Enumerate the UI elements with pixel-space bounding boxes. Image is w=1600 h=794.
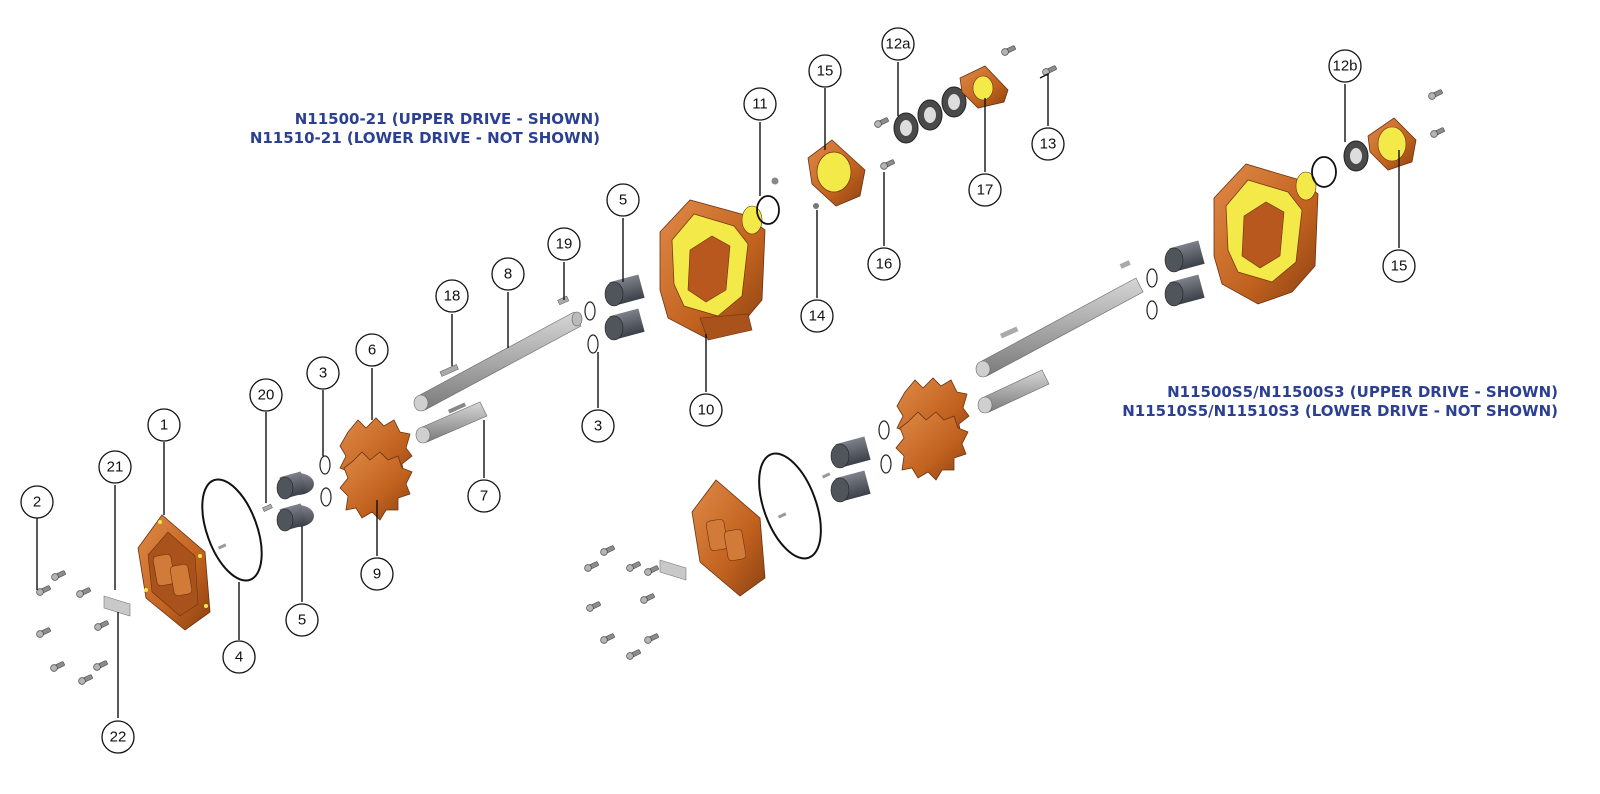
end-cover	[137, 514, 211, 631]
svg-text:2: 2	[33, 494, 41, 511]
callout-15-right: 15	[1382, 249, 1416, 283]
svg-text:15: 15	[817, 63, 834, 80]
svg-text:6: 6	[368, 342, 376, 359]
gland-plate	[959, 65, 1009, 109]
callout-10: 10	[689, 393, 723, 427]
gear-set	[339, 417, 413, 521]
svg-text:13: 13	[1040, 136, 1057, 153]
pump-housing-right	[1213, 163, 1319, 305]
svg-text:10: 10	[698, 402, 715, 419]
callout-18: 18	[435, 279, 469, 313]
svg-text:12b: 12b	[1332, 58, 1357, 75]
seal-12b	[1343, 140, 1369, 172]
callout-16: 16	[867, 247, 901, 281]
key-18	[439, 364, 459, 377]
callout-19: 19	[547, 227, 581, 261]
svg-text:16: 16	[876, 256, 893, 273]
svg-text:8: 8	[504, 266, 512, 283]
callout-12b: 12b	[1328, 49, 1362, 83]
svg-text:20: 20	[258, 387, 275, 404]
svg-text:22: 22	[110, 729, 127, 746]
callout-5-lower: 5	[285, 603, 319, 637]
title-left-line1: N11500-21 (UPPER DRIVE - SHOWN)	[294, 110, 600, 128]
left-assembly	[36, 45, 1058, 685]
end-cover-right	[691, 479, 766, 597]
svg-text:7: 7	[480, 488, 488, 505]
bushings-upper-right	[1164, 240, 1205, 307]
callout-8: 8	[491, 257, 525, 291]
callout-4: 4	[222, 640, 256, 674]
svg-text:4: 4	[235, 649, 243, 666]
cover-bolts-left	[36, 570, 110, 685]
title-left: N11500-21 (UPPER DRIVE - SHOWN) N11510-2…	[250, 110, 600, 148]
drive-shaft-right	[975, 277, 1144, 414]
callout-22: 22	[101, 720, 135, 754]
key-19	[557, 295, 570, 306]
seal-stack-12a	[893, 86, 967, 144]
svg-text:9: 9	[373, 566, 381, 583]
callout-3-left: 3	[306, 356, 340, 390]
svg-text:11: 11	[752, 96, 768, 113]
callout-6: 6	[355, 333, 389, 367]
callout-11: 11	[743, 87, 777, 121]
bushings-lower-right	[830, 436, 871, 503]
leader-lines	[36, 62, 1400, 718]
title-right: N11500S5/N11500S3 (UPPER DRIVE - SHOWN) …	[1122, 383, 1558, 421]
callout-20: 20	[249, 378, 283, 412]
callout-7: 7	[467, 479, 501, 513]
seal-o-ring	[756, 195, 780, 225]
callout-12a: 12a	[881, 27, 915, 61]
title-right-line1: N11500S5/N11500S3 (UPPER DRIVE - SHOWN)	[1167, 383, 1558, 401]
callout-1: 1	[147, 408, 181, 442]
svg-text:17: 17	[977, 182, 994, 199]
svg-text:3: 3	[319, 365, 327, 382]
cover-bolts-right	[584, 545, 660, 660]
seal-housing-left	[807, 139, 866, 207]
callout-3-right: 3	[581, 409, 615, 443]
svg-text:1: 1	[160, 417, 168, 434]
svg-text:12a: 12a	[885, 36, 911, 53]
callouts: 2 1 21 22 4 20 5 3 6 9 18 7 8 19 3 5 10 …	[20, 27, 1416, 754]
callout-9: 9	[360, 557, 394, 591]
svg-text:21: 21	[107, 459, 124, 476]
drive-shaft	[413, 311, 583, 412]
callout-17: 17	[968, 173, 1002, 207]
right-assembly	[584, 89, 1446, 660]
pump-housing	[659, 199, 766, 341]
gear-set-right	[895, 377, 970, 481]
svg-text:5: 5	[298, 612, 306, 629]
title-right-line2: N11510S5/N11510S3 (LOWER DRIVE - NOT SHO…	[1122, 402, 1558, 420]
svg-text:19: 19	[556, 236, 573, 253]
idler-shaft	[415, 401, 488, 444]
svg-text:14: 14	[809, 308, 826, 325]
title-left-line2: N11510-21 (LOWER DRIVE - NOT SHOWN)	[249, 129, 600, 147]
seal-housing-right	[1367, 117, 1417, 171]
bushings-upper-left	[604, 274, 645, 341]
bushings-lower-left	[276, 471, 314, 532]
large-o-ring	[201, 478, 263, 582]
callout-13: 13	[1031, 127, 1065, 161]
callout-15-left: 15	[808, 54, 842, 88]
callout-21: 21	[98, 450, 132, 484]
svg-text:18: 18	[444, 288, 461, 305]
svg-text:15: 15	[1391, 258, 1408, 275]
svg-text:3: 3	[594, 418, 602, 435]
callout-14: 14	[800, 299, 834, 333]
dowel-pin	[262, 503, 273, 512]
callout-5-upper: 5	[606, 183, 640, 217]
nameplate	[103, 595, 131, 617]
svg-text:5: 5	[619, 192, 627, 209]
callout-2: 2	[20, 485, 54, 519]
